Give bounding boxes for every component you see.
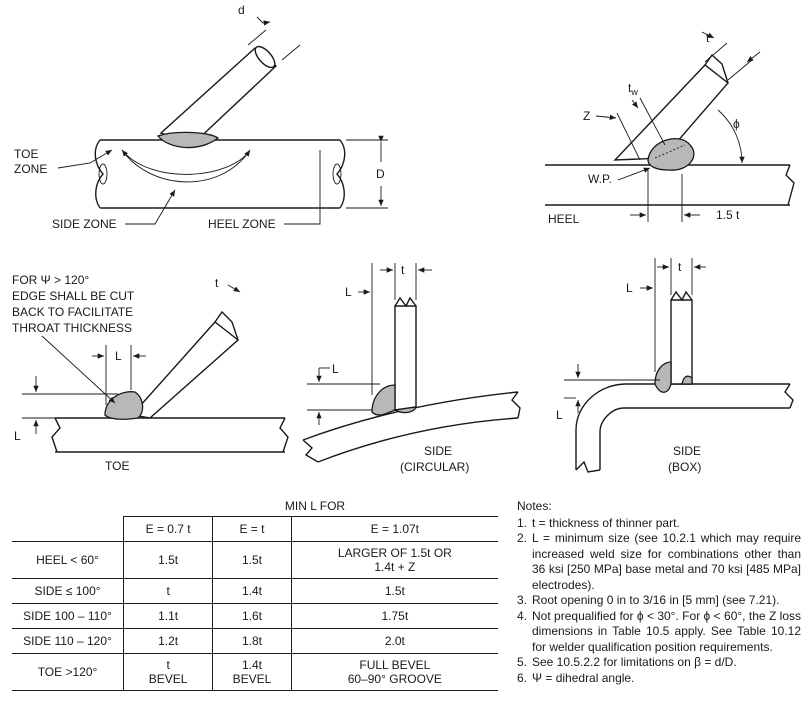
table-cell: 1.5t xyxy=(290,578,498,604)
min-l-table: MIN L FOR E = 0.7 t E = t E = 1.07t HEEL… xyxy=(12,496,498,691)
row-header: SIDE 100 – 110° xyxy=(12,603,124,629)
toe-note-line-2: EDGE SHALL BE CUT xyxy=(12,289,135,303)
d-label: d xyxy=(238,3,245,17)
cell-line: FULL BEVEL xyxy=(359,658,431,672)
note-item: 3. Root opening 0 in to 3/16 in [5 mm] (s… xyxy=(517,593,801,609)
toe-detail: FOR Ψ > 120° EDGE SHALL BE CUT BACK TO F… xyxy=(12,273,289,473)
toe-t-label: t xyxy=(215,276,219,290)
note-text: L = minimum size (see 10.2.1 which may r… xyxy=(532,531,801,592)
note-text: Ψ = dihedral angle. xyxy=(532,670,635,685)
toe-title: TOE xyxy=(105,459,129,473)
circ-title-2: (CIRCULAR) xyxy=(400,460,469,474)
note-number: 3. xyxy=(517,593,528,607)
box-title-2: (BOX) xyxy=(668,460,701,474)
box-L-side-label: L xyxy=(556,408,563,422)
notes-block: Notes: 1. t = thickness of thinner part. … xyxy=(517,499,801,686)
cell-line: t xyxy=(166,658,170,672)
table-cell: 2.0t xyxy=(290,628,498,654)
heel-tw-label: tw xyxy=(628,81,638,97)
side-box-detail: t L L SIDE (BOX) xyxy=(556,258,794,474)
col-header: E = t xyxy=(212,516,292,542)
table-cell: 1.5t xyxy=(212,541,292,579)
note-number: 6. xyxy=(517,670,528,685)
heel-t-label: t xyxy=(706,31,710,45)
heel-title: HEEL xyxy=(548,212,580,226)
circ-title-1: SIDE xyxy=(424,444,452,458)
note-number: 1. xyxy=(517,515,528,530)
table-corner xyxy=(12,516,124,542)
heel-zone-label: HEEL ZONE xyxy=(208,217,276,231)
circ-L-side-label: L xyxy=(332,362,339,376)
note-item: 2. L = minimum size (see 10.2.1 which may… xyxy=(517,531,801,593)
table-cell: 1.8t xyxy=(212,628,292,654)
D-label: D xyxy=(376,167,385,181)
note-text: See 10.5.2.2 for limitations on β = d/D. xyxy=(532,655,737,669)
table-cell: 1.4t xyxy=(212,578,292,604)
note-number: 5. xyxy=(517,655,528,669)
box-L-top-label: L xyxy=(626,281,633,295)
toe-zone-label-1: TOE xyxy=(14,147,38,161)
row-header: SIDE ≤ 100° xyxy=(12,578,124,604)
note-number: 4. xyxy=(517,608,528,623)
note-item: 1. t = thickness of thinner part. xyxy=(517,516,801,532)
toe-L-top-label: L xyxy=(115,349,122,363)
table-row: SIDE 110 – 120° 1.2t 1.8t 2.0t xyxy=(12,628,498,654)
table-header-row: E = 0.7 t E = t E = 1.07t xyxy=(12,516,498,542)
note-text: t = thickness of thinner part. xyxy=(532,515,680,530)
table-cell: 1.5t xyxy=(122,541,214,579)
notes-list: 1. t = thickness of thinner part. 2. L = m… xyxy=(517,516,801,687)
cell-line: LARGER OF 1.5t OR xyxy=(337,546,452,560)
min-l-grid: E = 0.7 t E = t E = 1.07t HEEL < 60° 1.5… xyxy=(12,516,498,691)
row-header: HEEL < 60° xyxy=(12,541,124,579)
box-t-label: t xyxy=(678,260,682,274)
table-cell: 1.1t xyxy=(122,603,214,629)
row-header: SIDE 110 – 120° xyxy=(12,628,124,654)
note-item: 5. See 10.5.2.2 for limitations on β = d/… xyxy=(517,655,801,671)
circ-t-label: t xyxy=(401,263,405,277)
box-title-1: SIDE xyxy=(673,444,701,458)
heel-phi-label: ϕ xyxy=(733,117,740,131)
side-circular-detail: t L L SIDE (CIRCULAR) xyxy=(302,263,521,474)
table-cell: t xyxy=(122,578,214,604)
table-cell: 1.75t xyxy=(290,603,498,629)
heel-dim-label: 1.5 t xyxy=(716,208,740,222)
note-text: Not prequalified for ϕ < 30°. For ϕ < 60… xyxy=(532,608,801,654)
col-header: E = 1.07t xyxy=(290,516,498,542)
note-item: 6. Ψ = dihedral angle. xyxy=(517,671,801,687)
toe-zone-label-2: ZONE xyxy=(14,162,47,176)
table-cell: 1.2t xyxy=(122,628,214,654)
cell-line: BEVEL xyxy=(232,672,272,686)
notes-title: Notes: xyxy=(517,499,552,513)
cell-line: 1.4t + Z xyxy=(374,560,416,574)
tubular-connection-view: d D TOE ZONE SIDE ZONE HEEL ZONE xyxy=(14,3,388,231)
cell-line: 60–90° GROOVE xyxy=(347,672,442,686)
table-row: SIDE 100 – 110° 1.1t 1.6t 1.75t xyxy=(12,603,498,629)
toe-note-line-4: THROAT THICKNESS xyxy=(12,321,132,335)
circ-L-top-label: L xyxy=(345,285,352,299)
toe-L-side-label: L xyxy=(14,429,21,443)
note-text: Root opening 0 in to 3/16 in [5 mm] (see… xyxy=(532,593,780,607)
table-title: MIN L FOR xyxy=(284,499,346,513)
heel-wp-label: W.P. xyxy=(588,172,612,186)
table-cell: 1.6t xyxy=(212,603,292,629)
table-row: SIDE ≤ 100° t 1.4t 1.5t xyxy=(12,578,498,604)
toe-note-line-1: FOR Ψ > 120° xyxy=(12,273,89,287)
heel-detail: t tw Z ϕ W.P. 1.5 t HEEL xyxy=(545,31,795,226)
toe-note-line-3: BACK TO FACILITATE xyxy=(12,305,133,319)
side-zone-label: SIDE ZONE xyxy=(52,217,117,231)
col-header: E = 0.7 t xyxy=(122,516,214,542)
row-header: TOE >120° xyxy=(12,653,124,691)
cell-line: 1.4t xyxy=(241,658,262,672)
note-item: 4. Not prequalified for ϕ < 30°. For ϕ < … xyxy=(517,609,801,656)
weld-detail-figure: d D TOE ZONE SIDE ZONE HEEL ZONE t tw xyxy=(12,3,795,474)
note-number: 2. xyxy=(517,531,528,545)
heel-z-label: Z xyxy=(583,109,590,123)
cell-line: BEVEL xyxy=(148,672,188,686)
